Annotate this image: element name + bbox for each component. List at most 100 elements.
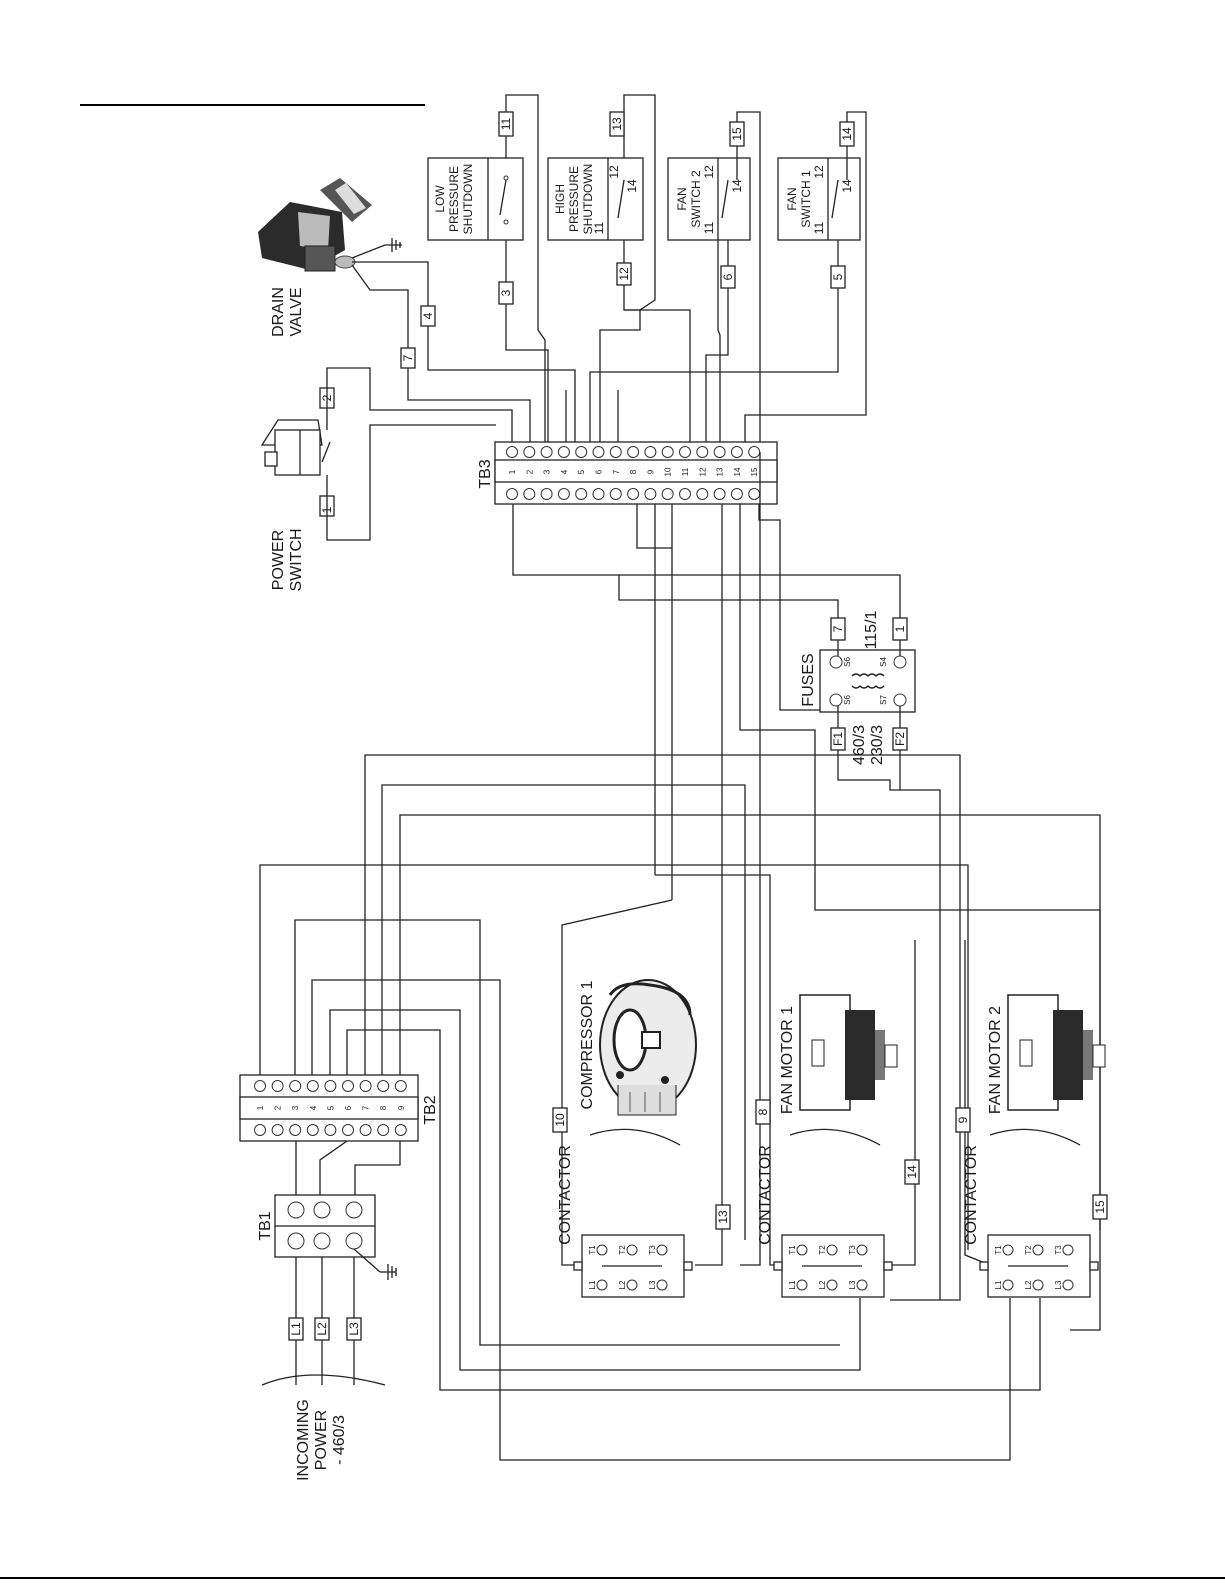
fm2-tag-9: [955, 1107, 971, 1133]
contactor-terminal-label: T1: [588, 1245, 597, 1255]
contactor-terminal-label: L3: [848, 1280, 857, 1289]
tb2-terminal-top: [359, 1080, 372, 1092]
tb2-terminal-top: [377, 1080, 390, 1092]
tb3-terminal-top: [730, 446, 743, 458]
fuse-tag-7-text: 7: [831, 625, 845, 632]
tb3-terminal-top: [575, 446, 588, 458]
low-pressure-switch: LOW PRESSURE SHUTDOWN 11 3: [427, 94, 549, 452]
fuse-tag-f2-text: F2: [893, 732, 907, 746]
incoming-label-3: - 460/3: [331, 1415, 348, 1465]
hp-term-11: 11: [592, 221, 606, 234]
lp-tag-3: [498, 281, 514, 305]
line-tag-l1-text: L1: [289, 1322, 303, 1336]
tb2-terminal-number: 5: [326, 1105, 335, 1110]
tb3-terminal-bottom: [523, 488, 536, 500]
comp-tag-10-text: 10: [553, 1113, 567, 1127]
fs1-label-2: SWITCH 1: [799, 170, 813, 228]
lp-tag-11: [498, 111, 514, 137]
tb2-terminal-top: [306, 1080, 319, 1092]
contactor-terminal-label: T3: [1054, 1245, 1063, 1255]
contactor-terminal-label: L3: [1054, 1280, 1063, 1289]
tb3-terminal-number: 5: [577, 469, 586, 474]
high-pressure-switch: HIGH PRESSURE SHUTDOWN 11 12 14 13 12: [547, 94, 656, 452]
tb3-terminal-bottom: [506, 488, 518, 500]
tb3-terminal-top: [609, 446, 622, 458]
fs2-term-12: 12: [702, 165, 716, 179]
tb2-terminal-bottom: [306, 1124, 319, 1136]
tb2-terminal-bottom: [377, 1124, 390, 1136]
fan-switch-2: FAN SWITCH 2 11 12 14 15 6: [667, 111, 761, 452]
drain-tag-4: [420, 305, 436, 327]
contactor-label: CONTACTOR: [557, 1145, 574, 1245]
fuse-tag-1: [892, 617, 908, 641]
tb3-terminal-top: [748, 446, 761, 458]
contactor-terminal-label: T1: [788, 1245, 797, 1255]
fm2-tag-15: [1092, 1194, 1108, 1220]
tb3-terminal-number: 15: [750, 467, 759, 476]
fuse-term-s6-b: S6: [843, 695, 852, 705]
contactor-terminal-label: L1: [994, 1280, 1003, 1289]
fan-motor-1: FAN MOTOR 1: [779, 994, 898, 1114]
tb3-terminal-number: 3: [543, 469, 552, 474]
tb3-terminal-number: 12: [698, 467, 707, 476]
tb3-terminal-bottom: [713, 488, 726, 500]
hp-tag-12-text: 12: [617, 267, 631, 281]
power-switch-label-1: POWER: [270, 530, 287, 590]
lp-tag-3-text: 3: [499, 289, 513, 296]
lp-label-3: SHUTDOWN: [461, 164, 475, 235]
fs2-label-2: SWITCH 2: [689, 170, 703, 228]
tb3-terminal-number: 7: [612, 469, 621, 474]
tb3-terminal-bottom: [661, 488, 674, 500]
tb1-label: TB1: [257, 1211, 274, 1240]
contactor-label: CONTACTOR: [757, 1145, 774, 1245]
contactor-label: CONTACTOR: [963, 1145, 980, 1245]
fuse-tag-f1: [830, 727, 846, 751]
fs2-term-11: 11: [702, 221, 716, 234]
tb2-terminal-top: [289, 1080, 302, 1092]
tb3-terminal-number: 1: [508, 469, 517, 474]
tb2-terminal-bottom: [394, 1124, 407, 1136]
tb3-terminal-bottom: [575, 488, 588, 500]
tb2-terminal-top: [324, 1080, 337, 1092]
tb3-terminal-number: 13: [716, 467, 725, 476]
contactor-terminal-label: L2: [618, 1280, 627, 1289]
compressor-1: COMPRESSOR 1: [579, 979, 697, 1116]
fan-motor-2-label: FAN MOTOR 2: [987, 1006, 1004, 1114]
fs1-tag-5: [830, 265, 846, 289]
tb3-terminal-number: 9: [646, 469, 655, 474]
tb3-terminal-top: [679, 446, 691, 458]
tb2-terminal-top: [342, 1080, 354, 1092]
tb2-terminal-number: 1: [256, 1105, 265, 1110]
tb3-terminal-bottom: [748, 488, 761, 500]
tb2-terminal-number: 2: [274, 1105, 283, 1110]
fs1-label-1: FAN: [785, 187, 799, 210]
line-tag-l3: [346, 1317, 362, 1341]
lp-label-1: LOW: [433, 185, 447, 213]
tb2-label: TB2: [422, 1095, 439, 1124]
tb2-terminal-number: 8: [379, 1105, 388, 1110]
fuse-term-s7: S7: [879, 695, 888, 705]
tb3-terminal-top: [713, 446, 726, 458]
tb3-terminal-top: [644, 446, 657, 458]
hp-tag-13: [609, 111, 625, 137]
tb2-terminal-bottom: [254, 1124, 266, 1136]
comp-tag-10: [552, 1107, 568, 1133]
contactor-terminal-label: L1: [588, 1280, 597, 1289]
tb2-terminal-bottom: [324, 1124, 337, 1136]
drain-tag-4-text: 4: [421, 312, 435, 319]
fuse-term-s4: S4: [879, 657, 888, 667]
tb3-terminal-number: 10: [664, 467, 673, 476]
incoming-label-1: INCOMING: [295, 1399, 312, 1481]
tb2-terminal-top: [394, 1080, 407, 1092]
tb3-terminal-top: [592, 446, 605, 458]
lp-label-2: PRESSURE: [447, 166, 461, 232]
fm1-tag-14-text: 14: [905, 1165, 919, 1179]
power-switch: 1 2 POWER SWITCH: [260, 387, 335, 592]
tb2-terminal-number: 6: [344, 1105, 353, 1110]
fs2-tag-6: [720, 265, 736, 289]
fs2-tag-15-text: 15: [730, 127, 744, 141]
tb3-terminal-top: [627, 446, 640, 458]
